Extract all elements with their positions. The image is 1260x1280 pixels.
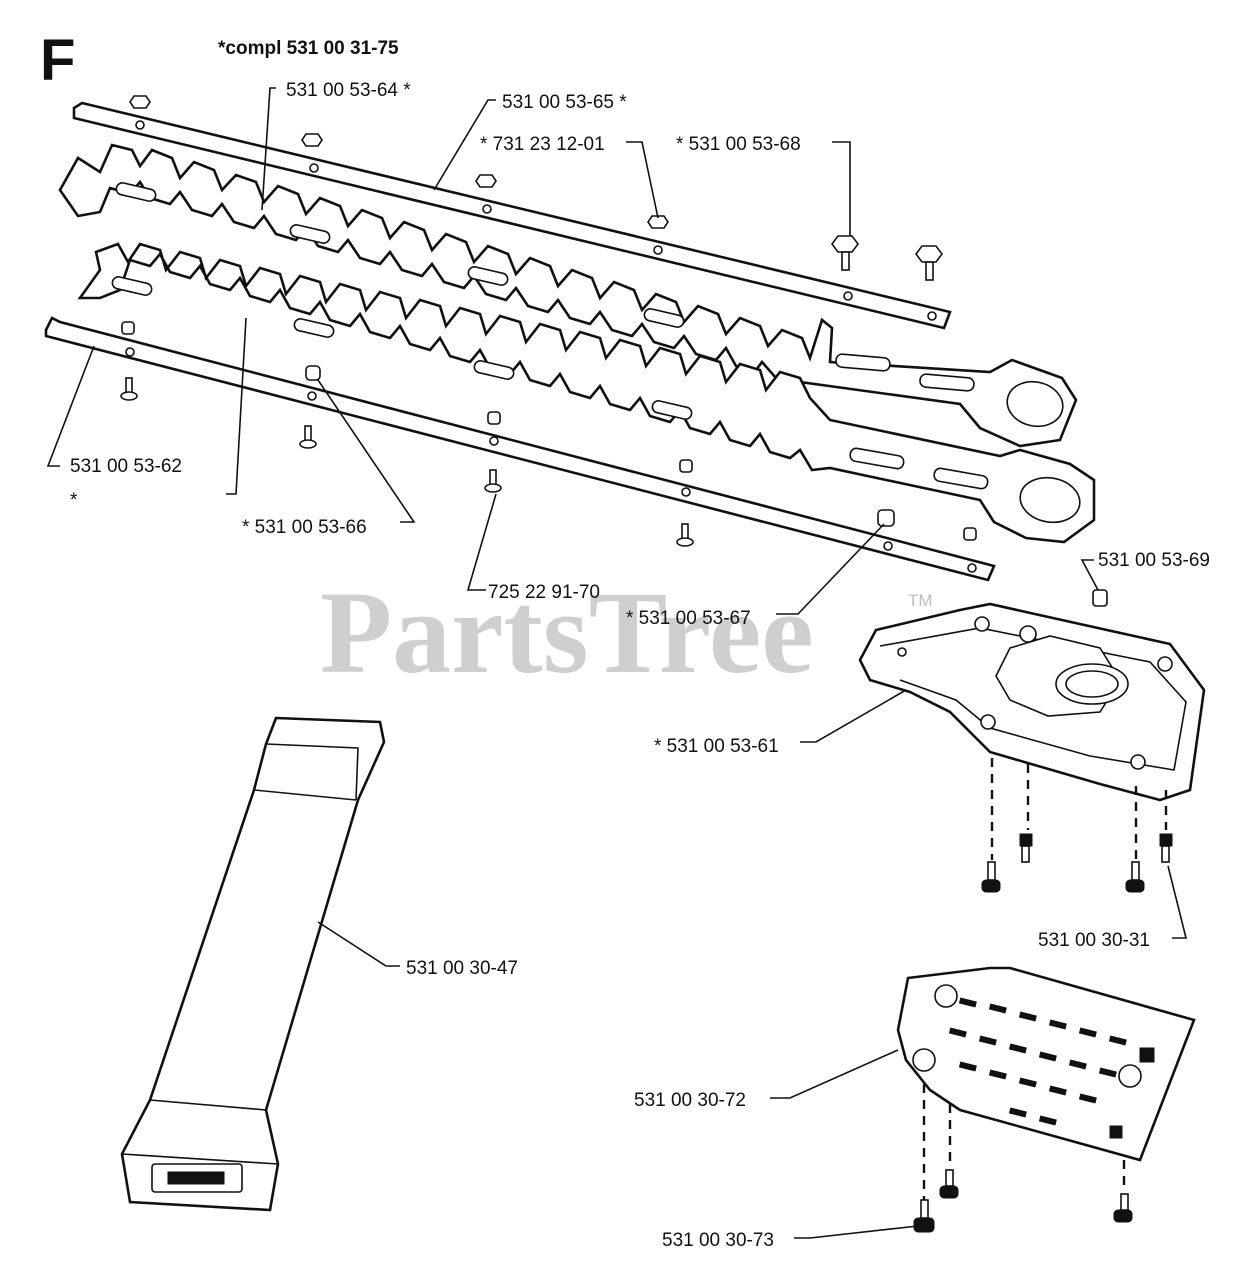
callout-725-22-91-70: 725 22 91-70 (488, 582, 600, 603)
upper-cutter-blade (58, 143, 1078, 448)
housing-screws (981, 833, 1173, 893)
callout-731-23-12-01: * 731 23 12-01 (480, 134, 605, 155)
spacers (121, 321, 977, 541)
leader-lines (46, 87, 1188, 1239)
pin (1092, 589, 1108, 607)
callout-531-00-53-64: 531 00 53-64 * (286, 80, 411, 101)
blade-guard (120, 716, 386, 1212)
callout-531-00-53-68: * 531 00 53-68 (676, 134, 801, 155)
gear-housing (858, 602, 1206, 802)
callout-531-00-53-65: 531 00 53-65 * (502, 92, 627, 113)
callout-531-00-53-62: 531 00 53-62 (70, 456, 182, 477)
watermark: PartsTree (320, 567, 814, 698)
section-letter: F (40, 28, 75, 93)
assembly-dashed-lines (922, 758, 1168, 1200)
cover-screws (913, 1169, 1133, 1233)
guide-bolts (831, 235, 943, 281)
callout-531-00-53-61: * 531 00 53-61 (654, 736, 779, 757)
cover-plate-vents (948, 997, 1155, 1139)
assembly-title: *compl 531 00 31-75 (218, 38, 399, 59)
lower-bolts (120, 377, 694, 547)
callout-531-00-53-69: 531 00 53-69 (1098, 550, 1210, 571)
lower-guide-bar (44, 316, 996, 582)
lower-cutter-blade (77, 242, 1096, 544)
callout-531-00-53-67: * 531 00 53-67 (626, 608, 751, 629)
callout-531-00-53-66: * 531 00 53-66 (242, 517, 367, 538)
callout-531-00-30-47: 531 00 30-47 (406, 958, 518, 979)
callout-asterisk: * (70, 490, 78, 511)
upper-guide-bar (72, 101, 952, 330)
cover-plate (896, 966, 1196, 1162)
callout-531-00-30-72: 531 00 30-72 (634, 1090, 746, 1111)
callout-531-00-30-73: 531 00 30-73 (662, 1230, 774, 1251)
callout-531-00-30-31: 531 00 30-31 (1038, 930, 1150, 951)
trademark-mark: TM (908, 591, 933, 610)
upper-nuts (129, 95, 669, 229)
